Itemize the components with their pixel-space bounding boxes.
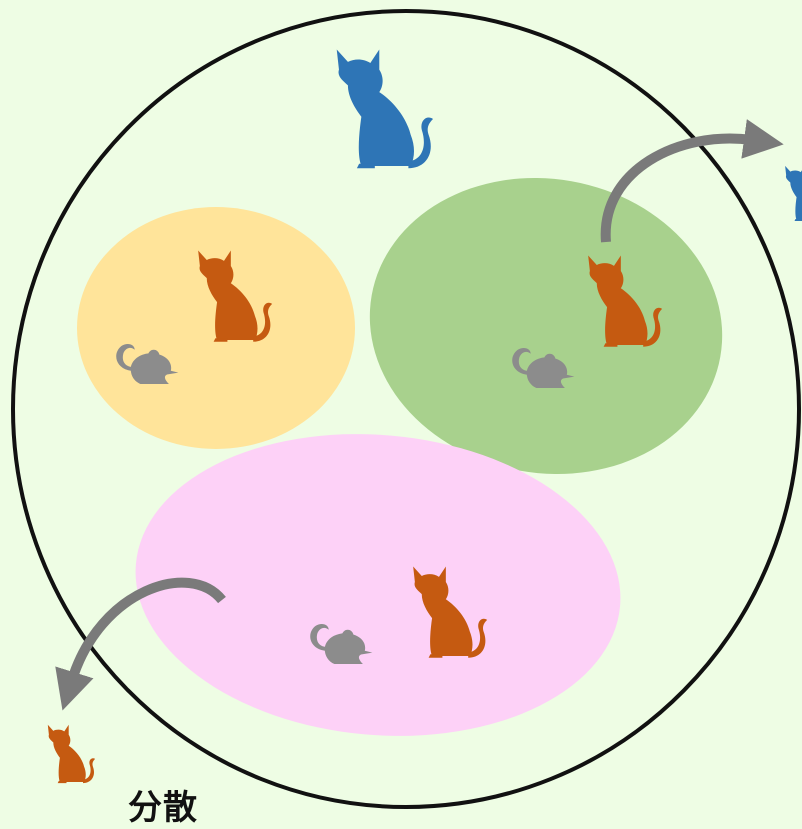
dispersed-cat-icon xyxy=(48,725,95,783)
emigrant-cat-icon xyxy=(785,166,802,221)
migrant-cat-icon xyxy=(337,50,433,169)
dispersal-label: 分散 xyxy=(128,780,198,829)
